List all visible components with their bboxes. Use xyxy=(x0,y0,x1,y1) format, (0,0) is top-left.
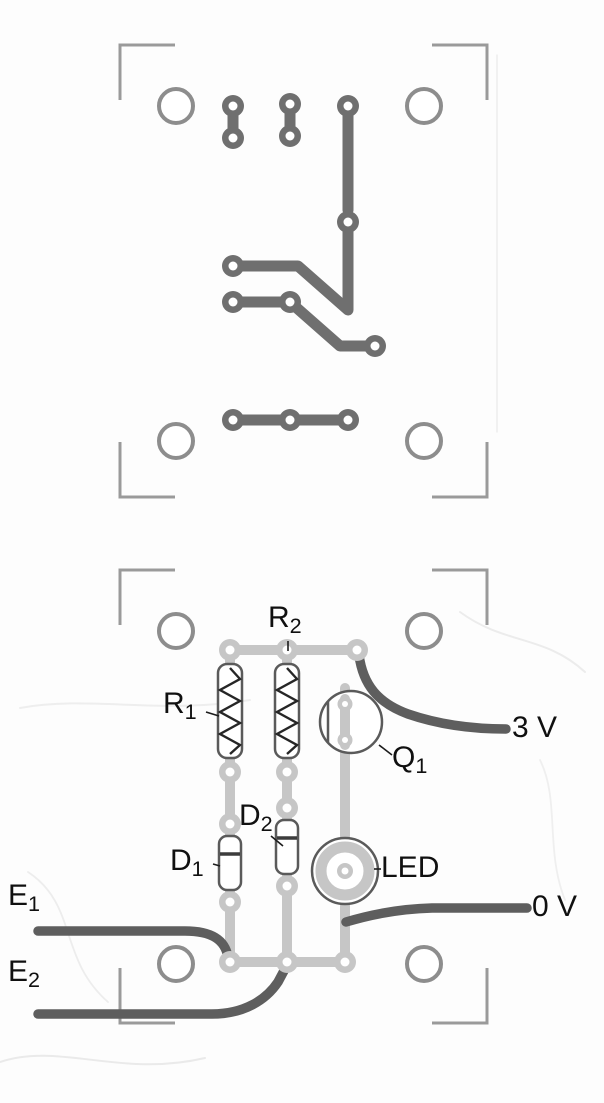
mounting-hole xyxy=(157,422,195,460)
label-d2-base: D xyxy=(239,799,261,832)
pad-hole xyxy=(285,415,295,425)
pad-hole xyxy=(228,261,238,271)
pad-hole xyxy=(225,819,235,829)
pad-hole xyxy=(282,957,292,967)
pad-hole xyxy=(225,767,235,777)
label-r1: R1 xyxy=(163,687,197,725)
label-q1-base: Q xyxy=(392,741,416,774)
label-r2: R2 xyxy=(268,601,302,639)
diode-d2-body xyxy=(274,818,300,876)
mounting-hole xyxy=(157,87,195,125)
pad-hole xyxy=(228,101,238,111)
pad-hole xyxy=(285,131,295,141)
hookup-wire-0v xyxy=(341,903,532,927)
transistor-q1-body xyxy=(318,689,384,755)
pad-hole xyxy=(342,701,348,707)
scan-artifacts xyxy=(0,54,586,1066)
crop-mark xyxy=(118,442,175,499)
pad-hole xyxy=(228,133,238,143)
led-ring xyxy=(315,841,375,901)
pad-hole xyxy=(285,297,295,307)
mounting-hole xyxy=(405,87,443,125)
pad-hole xyxy=(228,415,238,425)
label-d2-sub: 2 xyxy=(260,811,273,837)
label-e1: E1 xyxy=(8,879,40,917)
diode-d1-body xyxy=(217,834,243,892)
resistor-r2-zigzag xyxy=(274,667,300,755)
crop-mark xyxy=(432,568,489,625)
pointer-line-q1 xyxy=(378,744,393,756)
scan-artifact xyxy=(0,1054,206,1066)
pad-hole xyxy=(282,881,292,891)
label-3v-text: 3 V xyxy=(512,711,558,744)
label-e1-sub: 1 xyxy=(28,891,41,917)
pad-hole xyxy=(340,957,350,967)
pad-hole xyxy=(282,803,292,813)
pad-hole xyxy=(282,645,292,655)
scan-artifact xyxy=(459,611,586,673)
pad-hole xyxy=(370,341,380,351)
mounting-hole xyxy=(405,945,443,983)
label-r2-base: R xyxy=(268,601,290,634)
pad-hole xyxy=(282,767,292,777)
pad-hole xyxy=(352,645,362,655)
pointer-line-d2 xyxy=(270,835,284,847)
pointer-line-r1 xyxy=(205,711,220,717)
label-d1-sub: 1 xyxy=(191,856,204,882)
crop-mark xyxy=(118,43,175,100)
label-e2: E2 xyxy=(8,955,40,993)
pad-hole xyxy=(228,297,238,307)
pad-hole xyxy=(343,101,353,111)
label-0v: 0 V xyxy=(532,890,577,925)
label-d2: D2 xyxy=(239,799,273,837)
label-d1-base: D xyxy=(170,844,192,877)
label-3v: 3 V xyxy=(512,711,557,746)
mounting-hole xyxy=(405,422,443,460)
label-e2-sub: 2 xyxy=(28,967,41,993)
hookup-wire-e1 xyxy=(33,926,233,962)
copper-track xyxy=(227,216,354,316)
pointer-line-d1 xyxy=(212,863,221,867)
scan-artifact xyxy=(19,699,251,709)
label-led: LED xyxy=(381,851,439,886)
pad-hole xyxy=(342,737,348,743)
hookup-wire-3v xyxy=(354,650,511,734)
pad-hole xyxy=(225,957,235,967)
crop-mark xyxy=(432,442,489,499)
crop-mark xyxy=(118,568,175,625)
crop-mark xyxy=(432,968,489,1025)
label-0v-text: 0 V xyxy=(532,890,578,923)
crop-mark xyxy=(118,968,175,1025)
label-led-text: LED xyxy=(381,851,440,884)
pad-hole xyxy=(341,867,349,875)
pad-hole xyxy=(225,897,235,907)
component-side-board xyxy=(33,568,532,1025)
mounting-hole xyxy=(157,612,195,650)
pad-hole xyxy=(225,645,235,655)
label-q1-sub: 1 xyxy=(415,753,428,779)
scan-artifact xyxy=(539,759,566,901)
label-r2-sub: 2 xyxy=(289,613,302,639)
label-d1: D1 xyxy=(170,844,204,882)
hookup-wire-e2 xyxy=(33,962,291,1019)
label-e1-base: E xyxy=(8,879,29,912)
pad-hole xyxy=(285,99,295,109)
label-q1: Q1 xyxy=(392,741,427,779)
label-e2-base: E xyxy=(8,955,29,988)
label-r1-sub: 1 xyxy=(184,699,197,725)
track-side-board xyxy=(118,43,489,499)
crop-mark xyxy=(432,43,489,100)
pad-hole xyxy=(343,217,353,227)
pad-hole xyxy=(343,415,353,425)
copper-track xyxy=(227,296,381,352)
mounting-hole xyxy=(405,612,443,650)
resistor-r1-zigzag xyxy=(217,667,243,755)
mounting-hole xyxy=(157,945,195,983)
label-r1-base: R xyxy=(163,687,185,720)
